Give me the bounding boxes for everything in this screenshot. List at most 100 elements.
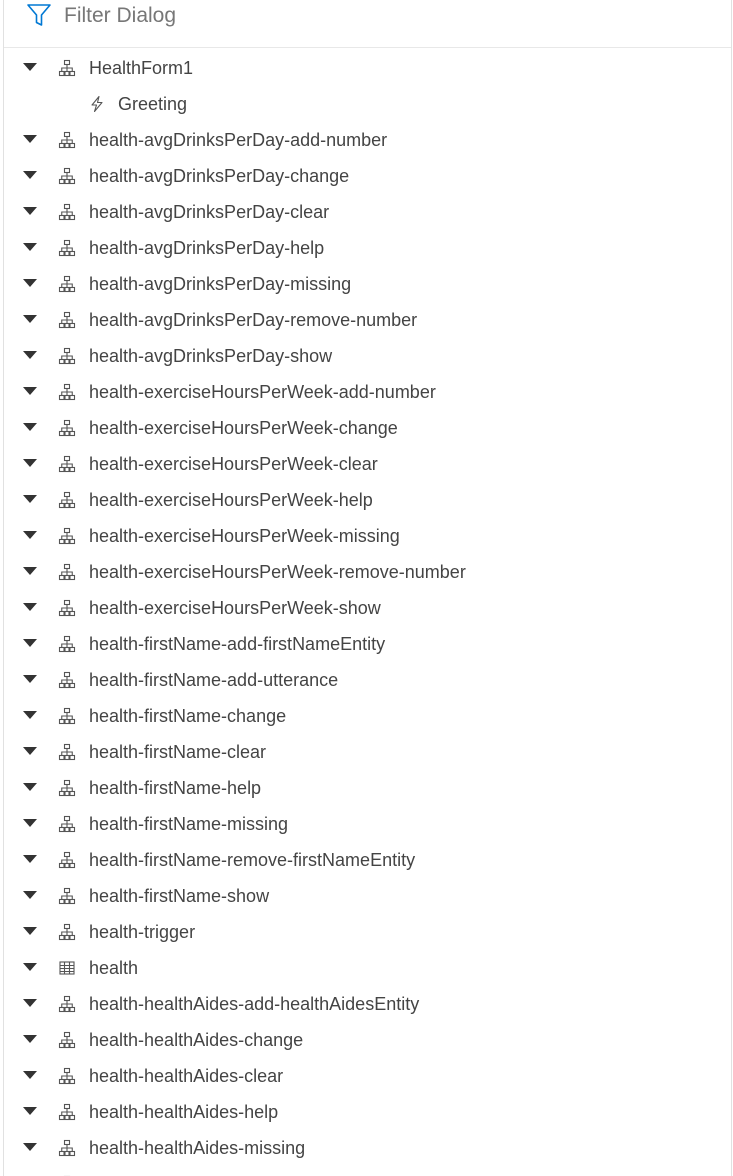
table-icon [58, 959, 76, 977]
dialog-icon [58, 779, 76, 797]
dialog-icon [58, 707, 76, 725]
caret-down-icon[interactable] [23, 315, 37, 323]
dialog-icon [58, 887, 76, 905]
tree-item[interactable]: health-avgDrinksPerDay-help [4, 230, 731, 266]
tree-item[interactable]: health-exerciseHoursPerWeek-help [4, 482, 731, 518]
dialog-icon [58, 455, 76, 473]
tree-item-label: health-avgDrinksPerDay-clear [89, 202, 330, 222]
caret-down-icon[interactable] [23, 567, 37, 575]
caret-down-icon[interactable] [23, 1071, 37, 1079]
tree-item[interactable]: health-avgDrinksPerDay-remove-number [4, 302, 731, 338]
caret-down-icon[interactable] [23, 999, 37, 1007]
dialog-icon [58, 347, 76, 365]
caret-down-icon[interactable] [23, 135, 37, 143]
dialog-icon [58, 311, 76, 329]
caret-down-icon[interactable] [23, 963, 37, 971]
caret-down-icon[interactable] [23, 603, 37, 611]
tree-item[interactable]: health-healthAides-help [4, 1094, 731, 1130]
caret-down-icon[interactable] [23, 891, 37, 899]
caret-down-icon[interactable] [23, 459, 37, 467]
caret-down-icon[interactable] [23, 927, 37, 935]
caret-down-icon[interactable] [23, 351, 37, 359]
caret-down-icon[interactable] [23, 531, 37, 539]
tree-item-label: health [89, 958, 139, 978]
dialog-icon [58, 491, 76, 509]
tree-item[interactable]: health-exerciseHoursPerWeek-add-number [4, 374, 731, 410]
dialog-icon [58, 1139, 76, 1157]
tree-item[interactable]: health-firstName-clear [4, 734, 731, 770]
tree-item[interactable]: health-avgDrinksPerDay-clear [4, 194, 731, 230]
caret-down-icon[interactable] [23, 495, 37, 503]
tree-item-label: health-firstName-clear [89, 742, 267, 762]
tree-item[interactable]: health-avgDrinksPerDay-missing [4, 266, 731, 302]
caret-down-icon[interactable] [23, 783, 37, 791]
tree-item[interactable]: health-trigger [4, 914, 731, 950]
dialog-icon [58, 239, 76, 257]
tree-item[interactable]: HealthForm1 [4, 50, 731, 86]
filter-icon [26, 2, 52, 28]
dialog-icon [58, 923, 76, 941]
trigger-icon [88, 95, 106, 113]
dialog-icon [58, 59, 76, 77]
dialog-icon [58, 815, 76, 833]
tree-item[interactable]: health-exerciseHoursPerWeek-change [4, 410, 731, 446]
caret-down-icon[interactable] [23, 711, 37, 719]
tree-item[interactable]: health-exerciseHoursPerWeek-remove-numbe… [4, 554, 731, 590]
caret-down-icon[interactable] [23, 1035, 37, 1043]
dialog-icon [58, 599, 76, 617]
dialog-icon [58, 383, 76, 401]
tree-item[interactable]: health-exerciseHoursPerWeek-show [4, 590, 731, 626]
dialog-icon [58, 635, 76, 653]
caret-down-icon[interactable] [23, 675, 37, 683]
tree-item[interactable]: health-firstName-remove-firstNameEntity [4, 842, 731, 878]
caret-down-icon[interactable] [23, 855, 37, 863]
caret-down-icon[interactable] [23, 171, 37, 179]
dialog-icon [58, 563, 76, 581]
caret-down-icon[interactable] [23, 279, 37, 287]
tree-item-label: health-exerciseHoursPerWeek-help [89, 490, 373, 510]
tree-item[interactable]: health-healthAides-change [4, 1022, 731, 1058]
tree-item-label: health-trigger [89, 922, 196, 942]
tree-item-label: health-avgDrinksPerDay-help [89, 238, 325, 258]
tree-item-label: health-exerciseHoursPerWeek-missing [89, 526, 400, 546]
tree-item-label: health-avgDrinksPerDay-add-number [89, 130, 388, 150]
tree-item[interactable]: Greeting [4, 86, 731, 122]
dialog-icon [58, 1067, 76, 1085]
tree-item[interactable]: health-avgDrinksPerDay-change [4, 158, 731, 194]
caret-down-icon[interactable] [23, 747, 37, 755]
caret-down-icon[interactable] [23, 387, 37, 395]
caret-down-icon[interactable] [23, 63, 37, 71]
tree-item-label: health-avgDrinksPerDay-show [89, 346, 333, 366]
tree-item[interactable]: health-exerciseHoursPerWeek-clear [4, 446, 731, 482]
dialog-icon [58, 743, 76, 761]
tree-item[interactable]: health-firstName-help [4, 770, 731, 806]
tree-item[interactable]: health-healthAides-missing [4, 1130, 731, 1166]
tree-item[interactable]: health-firstName-change [4, 698, 731, 734]
tree-item[interactable]: health-avgDrinksPerDay-show [4, 338, 731, 374]
tree-item[interactable]: health-firstName-missing [4, 806, 731, 842]
filter-bar[interactable]: Filter Dialog [4, 0, 731, 48]
tree-item[interactable]: health-avgDrinksPerDay-add-number [4, 122, 731, 158]
caret-down-icon[interactable] [23, 243, 37, 251]
caret-down-icon[interactable] [23, 207, 37, 215]
tree-item[interactable]: health-exerciseHoursPerWeek-missing [4, 518, 731, 554]
tree-item[interactable]: health-healthAides-clear [4, 1058, 731, 1094]
dialog-icon [58, 131, 76, 149]
dialog-icon [58, 671, 76, 689]
caret-down-icon[interactable] [23, 423, 37, 431]
tree-item[interactable]: health-healthAides-add-healthAidesEntity [4, 986, 731, 1022]
tree-item[interactable]: health-firstName-show [4, 878, 731, 914]
dialog-icon [58, 167, 76, 185]
caret-down-icon[interactable] [23, 819, 37, 827]
tree-item[interactable]: health [4, 950, 731, 986]
tree-item[interactable] [4, 1166, 731, 1176]
caret-down-icon[interactable] [23, 1143, 37, 1151]
tree-item-label: health-exerciseHoursPerWeek-add-number [89, 382, 436, 402]
dialog-icon [58, 995, 76, 1013]
caret-down-icon[interactable] [23, 639, 37, 647]
filter-input[interactable]: Filter Dialog [64, 4, 177, 27]
tree-item[interactable]: health-firstName-add-utterance [4, 662, 731, 698]
tree-item[interactable]: health-firstName-add-firstNameEntity [4, 626, 731, 662]
caret-down-icon[interactable] [23, 1107, 37, 1115]
